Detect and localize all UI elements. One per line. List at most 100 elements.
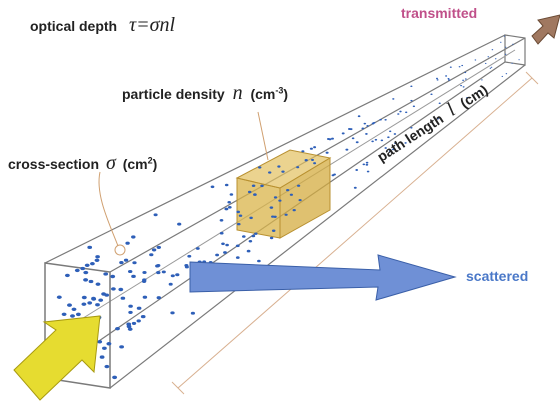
particle (71, 307, 77, 311)
cross-section-unit-open: (cm (122, 156, 148, 172)
particle (260, 184, 264, 188)
particle (278, 199, 282, 202)
particle (355, 169, 359, 171)
particle (281, 170, 285, 173)
particle (254, 232, 258, 235)
particle (365, 163, 369, 166)
particle (238, 214, 243, 217)
particle (235, 256, 240, 259)
particle (136, 319, 141, 323)
particle (399, 110, 402, 113)
particle (170, 274, 175, 278)
particle (410, 85, 413, 88)
particle (269, 206, 274, 209)
particle (462, 79, 465, 81)
scattered-arrow (189, 254, 457, 301)
particle (313, 162, 317, 165)
particle (140, 314, 146, 319)
path-length-line (177, 77, 533, 389)
particle (257, 259, 261, 263)
particle (104, 364, 110, 369)
particle (430, 93, 433, 95)
particle (61, 312, 67, 316)
particle (361, 127, 365, 130)
particle (84, 263, 90, 267)
particle (219, 219, 224, 222)
particle (333, 173, 336, 176)
particle (504, 46, 507, 48)
particle (149, 253, 154, 257)
particle (106, 342, 112, 346)
particle (366, 170, 370, 173)
particle (503, 35, 506, 37)
particle (388, 150, 392, 152)
particle (90, 262, 95, 266)
particle (449, 66, 452, 68)
particle (387, 136, 390, 139)
particle (269, 236, 274, 240)
particle (74, 268, 80, 273)
particle (101, 292, 107, 296)
particle (67, 303, 72, 307)
particle (142, 278, 147, 282)
particle (462, 86, 465, 88)
particle (119, 261, 124, 265)
particle (236, 210, 241, 214)
particle (195, 247, 200, 250)
particle (268, 171, 272, 174)
particle (464, 78, 467, 80)
cross-section-pointer (98, 171, 119, 247)
particle (304, 159, 308, 162)
particle (127, 269, 133, 274)
particle (128, 304, 133, 308)
particle (156, 245, 162, 249)
particle (132, 261, 137, 265)
particle (237, 222, 241, 226)
particle (371, 122, 375, 125)
particle (235, 244, 240, 248)
particle (436, 77, 438, 80)
particle (219, 231, 224, 235)
particle (131, 274, 136, 279)
particle (355, 141, 359, 144)
particle (126, 324, 132, 329)
particle (489, 67, 492, 69)
particle (326, 138, 330, 140)
particle (246, 249, 251, 253)
path-length-symbol: l (442, 99, 460, 121)
particle (277, 165, 281, 168)
particle (392, 98, 395, 100)
particle (229, 193, 234, 196)
particle (210, 185, 215, 189)
particle (215, 253, 220, 257)
particle-density-unit-open: (cm (250, 86, 276, 102)
particle (253, 193, 257, 196)
particle (227, 200, 231, 204)
particle (363, 122, 367, 125)
particle (125, 241, 130, 245)
particle (313, 146, 317, 149)
particle (75, 312, 81, 317)
particle (362, 163, 366, 166)
cross-section-text: cross-section (8, 156, 100, 172)
particle (170, 311, 175, 315)
particle (511, 62, 513, 64)
particle (365, 132, 368, 135)
particle (464, 71, 467, 74)
particle (512, 43, 514, 45)
scattered-label: scattered (466, 268, 529, 284)
particle (241, 235, 246, 238)
particle (224, 207, 229, 211)
particle (142, 295, 148, 299)
particle (371, 140, 374, 143)
particle (301, 150, 305, 153)
cross-section-circle (114, 244, 126, 256)
particle (56, 295, 62, 299)
particle (345, 148, 349, 151)
particle (271, 229, 276, 233)
transmitted-arrow (531, 14, 560, 45)
particle (393, 133, 397, 135)
particle (325, 151, 329, 154)
particle (249, 216, 253, 220)
particle (227, 206, 232, 209)
